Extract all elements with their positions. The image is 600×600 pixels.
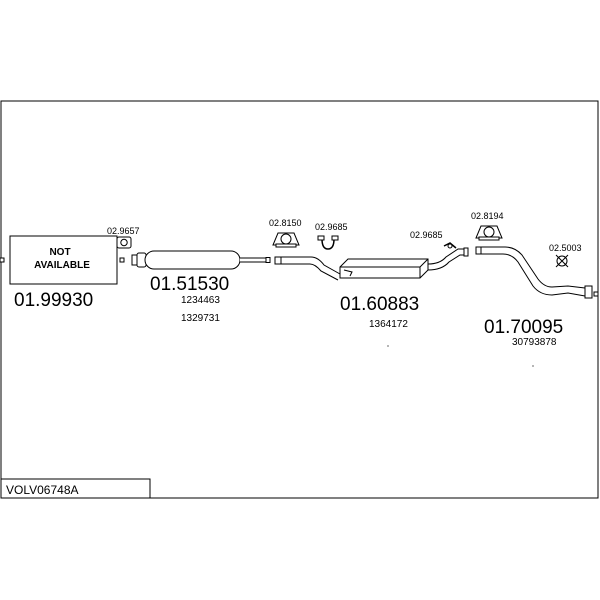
part-ref-1329731: 1329731 [181,313,220,324]
drawing-code-box [0,478,151,499]
fitting-label-02-9685-a: 02.9685 [315,222,348,232]
part-ref-30793878: 30793878 [512,337,557,348]
diagram-frame [0,100,599,499]
part-number-01-60883: 01.60883 [340,294,419,315]
fitting-clamp-icon [555,254,569,268]
part-number-01-51530: 01.51530 [150,274,229,295]
rear-muffler-icon [274,247,469,281]
part-number-01-70095: 01.70095 [484,317,563,338]
part-front-pipe-not-available: NOT AVAILABLE [9,235,125,285]
not-available-box [9,235,118,285]
drawing-code: VOLV06748A [6,483,79,497]
stray-mark [532,365,534,367]
fitting-rubber-hanger-icon [475,225,503,241]
box-connector-marker [119,257,125,263]
tail-pipe-icon [475,246,593,299]
part-number-01-99930: 01.99930 [14,290,93,311]
fitting-u-clamp-icon [443,242,457,249]
fitting-label-02-8150: 02.8150 [269,218,302,228]
part-ref-1234463: 1234463 [181,295,220,306]
fitting-rubber-hanger-icon [272,232,300,248]
not-available-line-1: NOT [49,247,70,258]
fitting-label-02-9685-b: 02.9685 [410,230,443,240]
left-connector-marker [0,257,5,263]
fitting-label-02-5003: 02.5003 [549,243,582,253]
fitting-label-02-8194: 02.8194 [471,211,504,221]
fitting-label-02-9657: 02.9657 [107,226,140,236]
part-ref-1364172: 1364172 [369,319,408,330]
right-connector-marker [593,291,599,297]
fitting-clamp-icon [317,235,339,250]
fitting-gasket-icon [116,236,132,249]
front-muffler-icon [131,250,271,270]
not-available-line-2: AVAILABLE [34,260,90,271]
stray-mark [387,345,389,347]
